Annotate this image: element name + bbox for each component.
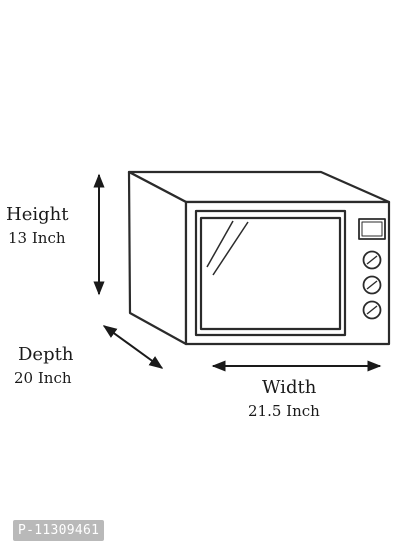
- microwave-knob: [362, 250, 382, 270]
- microwave-knob: [362, 275, 382, 295]
- depth-double-arrow-icon: [102, 325, 164, 369]
- microwave-door-frame: [194, 209, 347, 337]
- microwave-side-face: [127, 170, 188, 346]
- depth-value: 20 Inch: [14, 369, 72, 387]
- window-reflection-line: [212, 221, 249, 276]
- height-label: Height: [6, 204, 69, 225]
- width-value: 21.5 Inch: [248, 402, 320, 420]
- microwave-window: [199, 216, 342, 331]
- width-label: Width: [262, 377, 317, 398]
- microwave-knob: [362, 300, 382, 320]
- microwave-display: [358, 218, 386, 240]
- depth-label: Depth: [18, 344, 74, 365]
- microwave-illustration: [127, 170, 391, 346]
- height-value: 13 Inch: [8, 229, 66, 247]
- product-code-badge: P-11309461: [13, 520, 105, 541]
- window-reflection-line: [206, 220, 234, 268]
- microwave-front-face: [184, 200, 391, 346]
- microwave-display-inner: [361, 221, 383, 237]
